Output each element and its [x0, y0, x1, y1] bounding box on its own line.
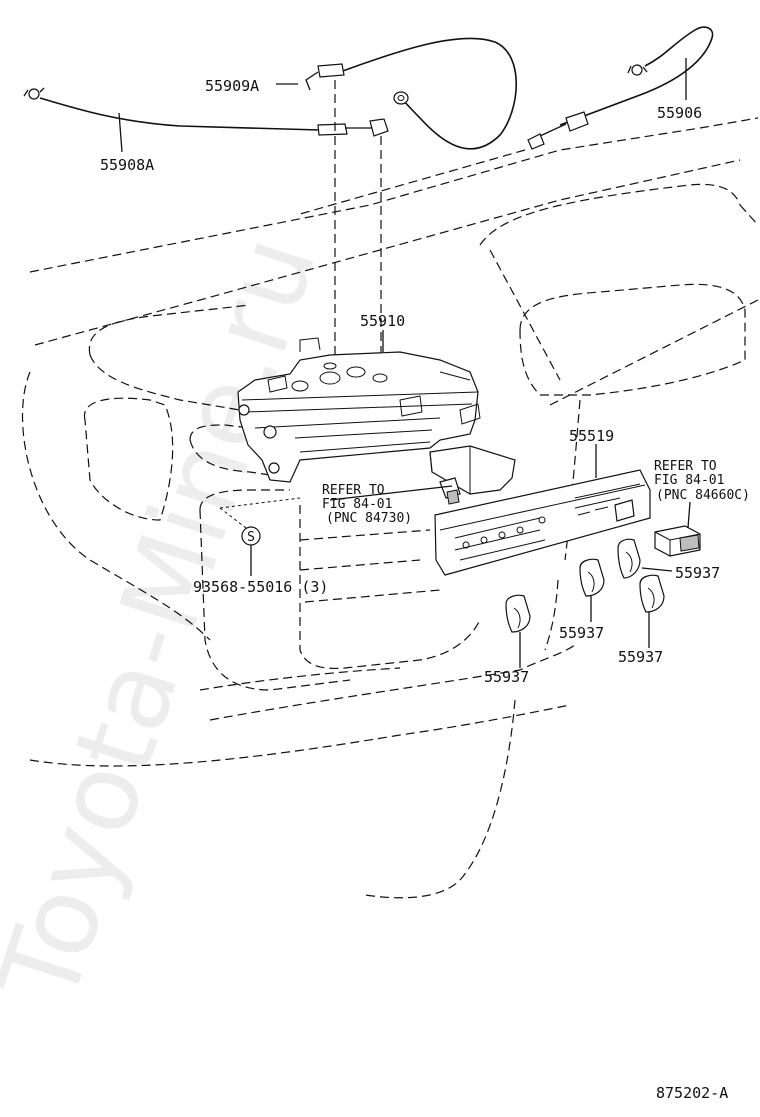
blower-switch-connector — [429, 445, 516, 505]
leader-lines — [118, 58, 691, 668]
fastener-screw: S — [219, 497, 301, 546]
label-55519: 55519 — [569, 427, 614, 445]
ref-left-line1: REFER TO — [322, 483, 385, 498]
knob-55937-lower — [639, 574, 665, 613]
label-55906: 55906 — [657, 104, 702, 122]
knob-55937-right — [617, 538, 641, 579]
label-55937-right: 55937 — [675, 564, 720, 582]
knob-55937-left — [505, 594, 531, 633]
label-55910: 55910 — [360, 312, 405, 330]
diagram-id: 875202-A — [656, 1084, 728, 1102]
fastener-symbol: S — [247, 530, 255, 545]
guide-line-cable-c — [299, 149, 526, 215]
ref-left-line3: (PNC 84730) — [326, 511, 412, 526]
cable-55909a — [276, 37, 517, 150]
label-93568-55016: 93568-55016 (3) — [193, 578, 328, 596]
label-55908a: 55908A — [100, 156, 154, 174]
label-55937-mid: 55937 — [559, 624, 604, 642]
label-55937-left: 55937 — [484, 668, 529, 686]
ref-left-line2: FIG 84-01 — [322, 497, 392, 512]
switch-84660c — [654, 525, 701, 557]
ref-right-line2: FIG 84-01 — [654, 473, 724, 488]
watermark-text: Toyota-Mine.ru — [0, 222, 341, 1019]
cable-55906 — [527, 26, 714, 150]
label-55937-lower: 55937 — [618, 648, 663, 666]
heater-control-assembly — [237, 337, 481, 483]
control-panel-55519 — [434, 469, 651, 576]
ref-right-line1: REFER TO — [654, 459, 717, 474]
ref-right-line3: (PNC 84660C) — [656, 488, 750, 503]
dashboard-outline — [21, 117, 759, 899]
cable-55908a — [23, 87, 389, 137]
knob-55937-mid — [579, 558, 605, 597]
label-55909a: 55909A — [205, 77, 259, 95]
